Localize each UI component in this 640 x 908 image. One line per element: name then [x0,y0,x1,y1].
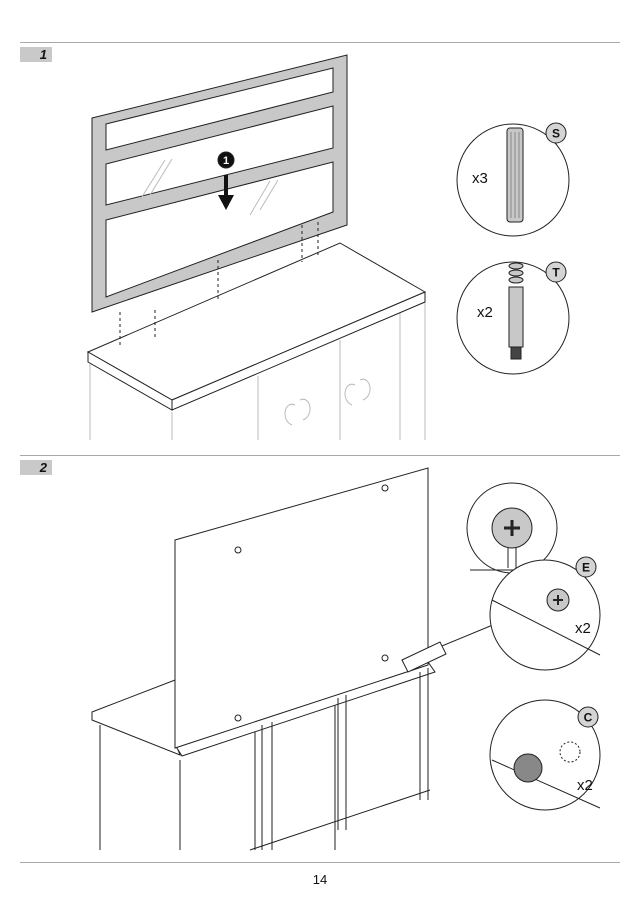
top-rule [20,42,620,43]
down-arrowhead-icon [218,195,234,210]
step-2-rule [20,455,620,456]
bottom-rule [20,862,620,863]
part-t-detail: x2 T [456,261,570,375]
part-e-quantity: x2 [575,620,591,637]
part-c-detail: x2 C [489,699,601,811]
part-s-quantity: x3 [472,170,488,187]
part-c-quantity: x2 [577,777,593,794]
cabinet-top [86,242,427,411]
part-e-detail: x2 E [489,556,601,671]
step-2-badge: 2 [20,460,52,475]
part-e-letter: E [582,561,590,575]
part-s-letter: S [552,127,560,141]
part-t-letter: T [552,266,560,280]
page-number: 14 [312,872,328,887]
part-t-quantity: x2 [477,304,493,321]
part-s-detail: x3 S [456,122,570,237]
cam-bolt-icon [508,262,524,360]
cover-cap-icon [513,753,543,783]
callout-1-number: 1 [223,155,229,167]
cabinet-body [89,300,426,440]
step-1-badge: 1 [20,47,52,62]
callout-1-circle [217,151,235,169]
back-panel [174,467,429,749]
cabinet-2 [91,661,436,851]
screw-closeup [466,482,558,574]
part-c-letter: C [584,711,593,725]
alignment-guides [119,222,319,345]
